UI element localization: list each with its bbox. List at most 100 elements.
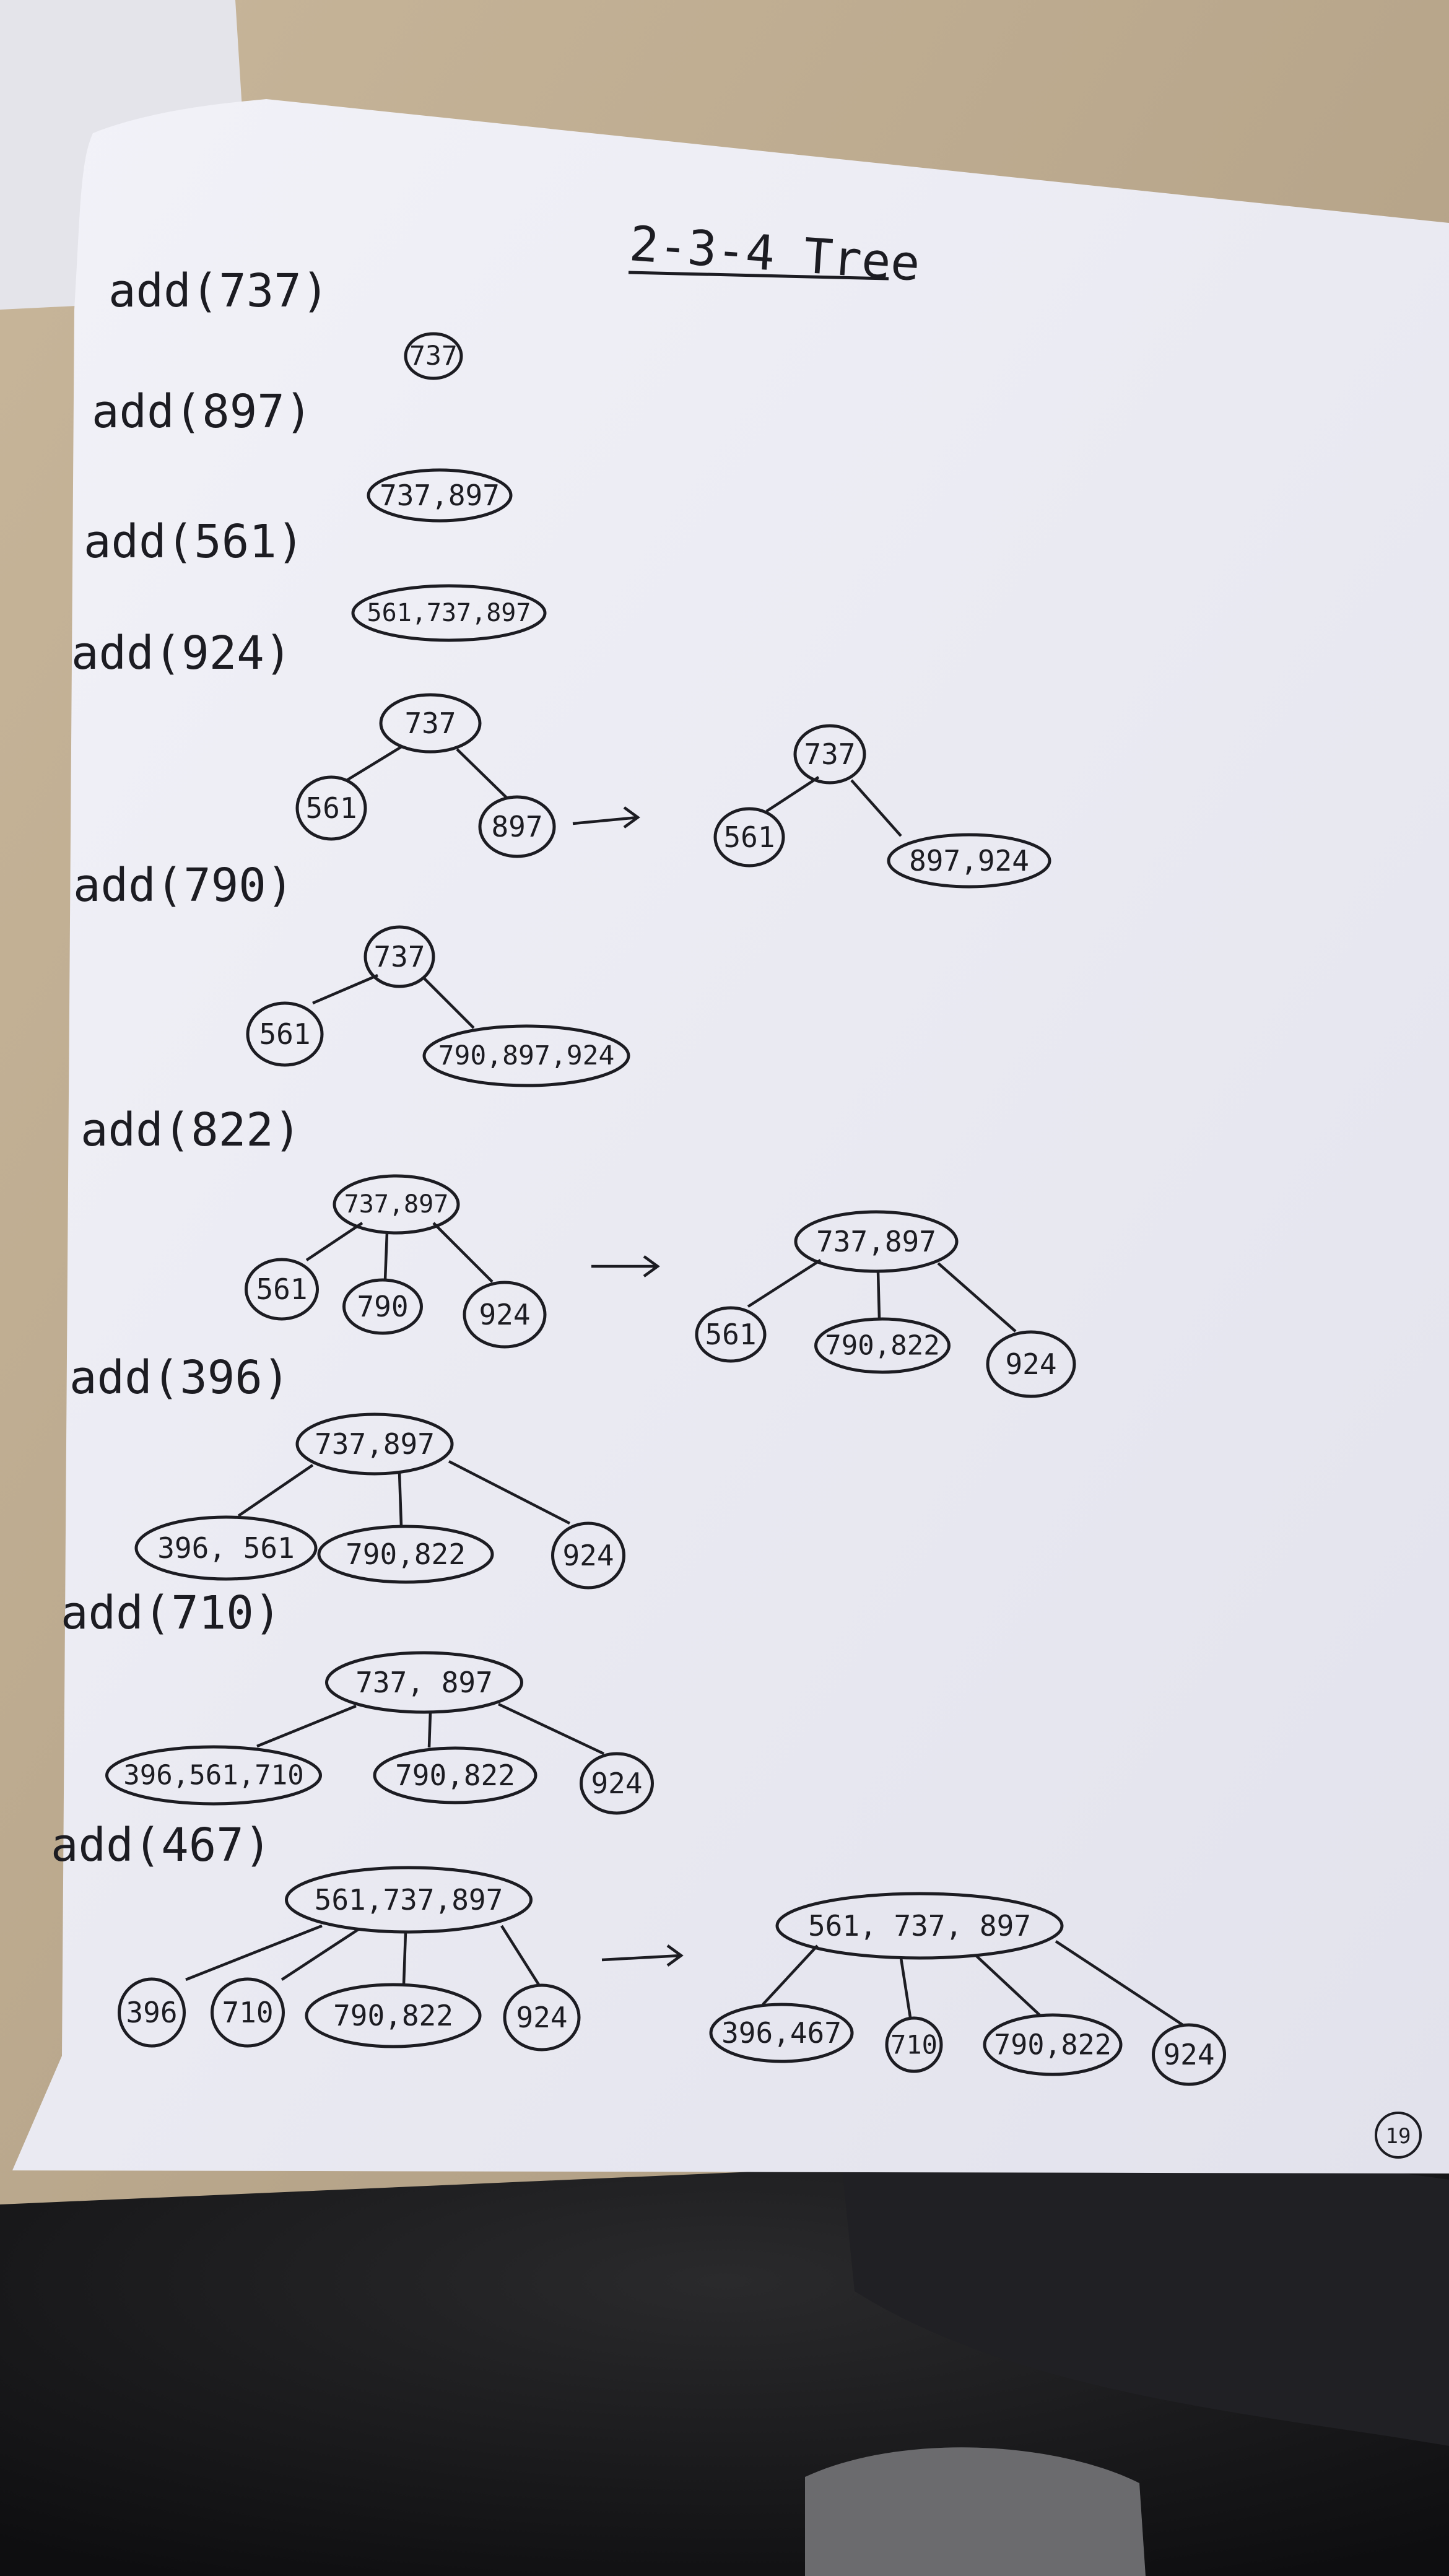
node-outline xyxy=(285,1866,533,1934)
node-label: 396,561,710 xyxy=(123,1760,303,1791)
step-label-add-924: add(924) xyxy=(71,627,292,680)
tree-node-d5: 561 xyxy=(713,807,785,868)
node-label: 561, 737, 897 xyxy=(808,1909,1031,1943)
step-label-add-561: add(561) xyxy=(84,515,304,568)
edge-f5-f6 xyxy=(747,1259,822,1308)
transform-arrow-arr2 xyxy=(591,1255,660,1277)
node-outline xyxy=(887,833,1051,889)
node-outline xyxy=(211,1977,285,2048)
node-outline xyxy=(1152,2023,1226,2086)
paper-sheet xyxy=(12,99,1449,2174)
node-outline xyxy=(983,2013,1123,2076)
node-label: 790,822 xyxy=(395,1759,515,1792)
tree-node-h2: 396,561,710 xyxy=(105,1745,322,1806)
node-outline xyxy=(134,1515,318,1581)
node-outline xyxy=(295,775,367,841)
node-label: 790,822 xyxy=(346,1538,466,1571)
transform-arrow-arr1 xyxy=(572,806,640,829)
node-label: 737 xyxy=(804,738,855,771)
nodes-layer: 737 737,897 561,737,897 737 561 897 737 561 897,… xyxy=(105,332,1226,2086)
tree-node-d4: 737 xyxy=(793,724,866,785)
transform-arrow-arr3 xyxy=(601,1944,684,1967)
node-outline xyxy=(373,1746,537,1804)
tree-node-i2: 396 xyxy=(118,1977,186,2048)
node-outline xyxy=(503,1983,581,2052)
tree-node-e2: 561 xyxy=(246,1001,324,1067)
node-label: 737,897 xyxy=(380,479,500,512)
node-label: 396,467 xyxy=(721,2016,842,2050)
node-label: 924 xyxy=(479,1298,530,1331)
edge-h1-h4 xyxy=(498,1702,604,1756)
node-label: 737 xyxy=(373,940,425,973)
tree-node-f7: 790,822 xyxy=(814,1317,951,1374)
tree-node-f1: 737,897 xyxy=(333,1174,460,1235)
node-label: 790,897,924 xyxy=(438,1040,615,1071)
node-label: 561 xyxy=(256,1273,307,1306)
node-outline xyxy=(118,1977,186,2048)
edge-i1-i2 xyxy=(185,1924,323,1982)
node-outline xyxy=(342,1278,423,1335)
tree-node-f2: 561 xyxy=(245,1258,319,1321)
tree-node-i7: 396,467 xyxy=(709,2003,854,2063)
tree-node-d1: 737 xyxy=(379,693,482,754)
node-outline xyxy=(580,1752,654,1815)
edge-e1-e3 xyxy=(423,977,475,1029)
tree-node-h3: 790,822 xyxy=(373,1746,537,1804)
node-outline xyxy=(814,1317,951,1374)
tree-node-f8: 924 xyxy=(986,1330,1076,1398)
node-label: 561 xyxy=(705,1318,756,1351)
step-label-add-710: add(710) xyxy=(61,1586,281,1640)
edge-d1-d2 xyxy=(346,745,404,781)
tree-node-g2: 396, 561 xyxy=(134,1515,318,1581)
step-label-add-790: add(790) xyxy=(73,859,294,912)
node-label: 737 xyxy=(404,707,456,740)
node-label: 924 xyxy=(591,1767,642,1800)
node-label: 561,737,897 xyxy=(315,1883,503,1917)
tree-node-h4: 924 xyxy=(580,1752,654,1815)
node-label: 737, 897 xyxy=(355,1666,493,1699)
tree-node-g1: 737,897 xyxy=(295,1412,454,1476)
node-label: 396, 561 xyxy=(157,1531,295,1565)
edge-g1-g2 xyxy=(237,1464,314,1517)
node-label: 924 xyxy=(1163,2038,1214,2071)
shoe xyxy=(805,2447,1146,2576)
node-label: 897 xyxy=(491,810,542,843)
node-label: 924 xyxy=(516,2001,567,2034)
edge-d4-d5 xyxy=(765,776,820,812)
edge-f5-f8 xyxy=(937,1262,1017,1333)
tree-node-g3: 790,822 xyxy=(317,1525,494,1584)
tree-node-b1: 737,897 xyxy=(367,468,513,523)
node-label: 710 xyxy=(222,1996,273,2029)
node-outline xyxy=(463,1281,547,1349)
node-label: 790,822 xyxy=(994,2029,1112,2061)
tree-node-i4: 790,822 xyxy=(305,1983,482,2048)
edge-e1-e2 xyxy=(312,973,378,1005)
tree-node-d2: 561 xyxy=(295,775,367,841)
edge-h1-h2 xyxy=(256,1704,357,1748)
tree-node-g4: 924 xyxy=(551,1521,625,1590)
dark-cloth-right xyxy=(842,2152,1449,2446)
edge-d4-d6 xyxy=(850,779,902,837)
step-label-add-396: add(396) xyxy=(69,1351,290,1404)
tree-node-i8: 710 xyxy=(885,2016,943,2073)
tree-node-i9: 790,822 xyxy=(983,2013,1123,2076)
step-label-add-897: add(897) xyxy=(92,385,312,438)
title-underline xyxy=(628,271,889,281)
node-label: 737,897 xyxy=(315,1427,435,1461)
node-label: 561 xyxy=(259,1017,310,1051)
node-label: 561,737,897 xyxy=(367,599,531,627)
node-outline xyxy=(245,1258,319,1321)
edge-f1-f2 xyxy=(305,1222,363,1261)
node-outline xyxy=(305,1983,482,2048)
tree-node-i5: 924 xyxy=(503,1983,581,2052)
edge-f1-f3 xyxy=(383,1232,389,1281)
step-label-add-737: add(737) xyxy=(108,264,329,318)
edges-layer xyxy=(185,745,1184,2026)
tree-node-d6: 897,924 xyxy=(887,833,1051,889)
node-outline xyxy=(379,693,482,754)
node-label: 790,822 xyxy=(825,1330,939,1362)
node-outline xyxy=(363,925,435,988)
step-label-add-822: add(822) xyxy=(80,1103,301,1157)
edge-i1-i4 xyxy=(402,1931,407,1985)
